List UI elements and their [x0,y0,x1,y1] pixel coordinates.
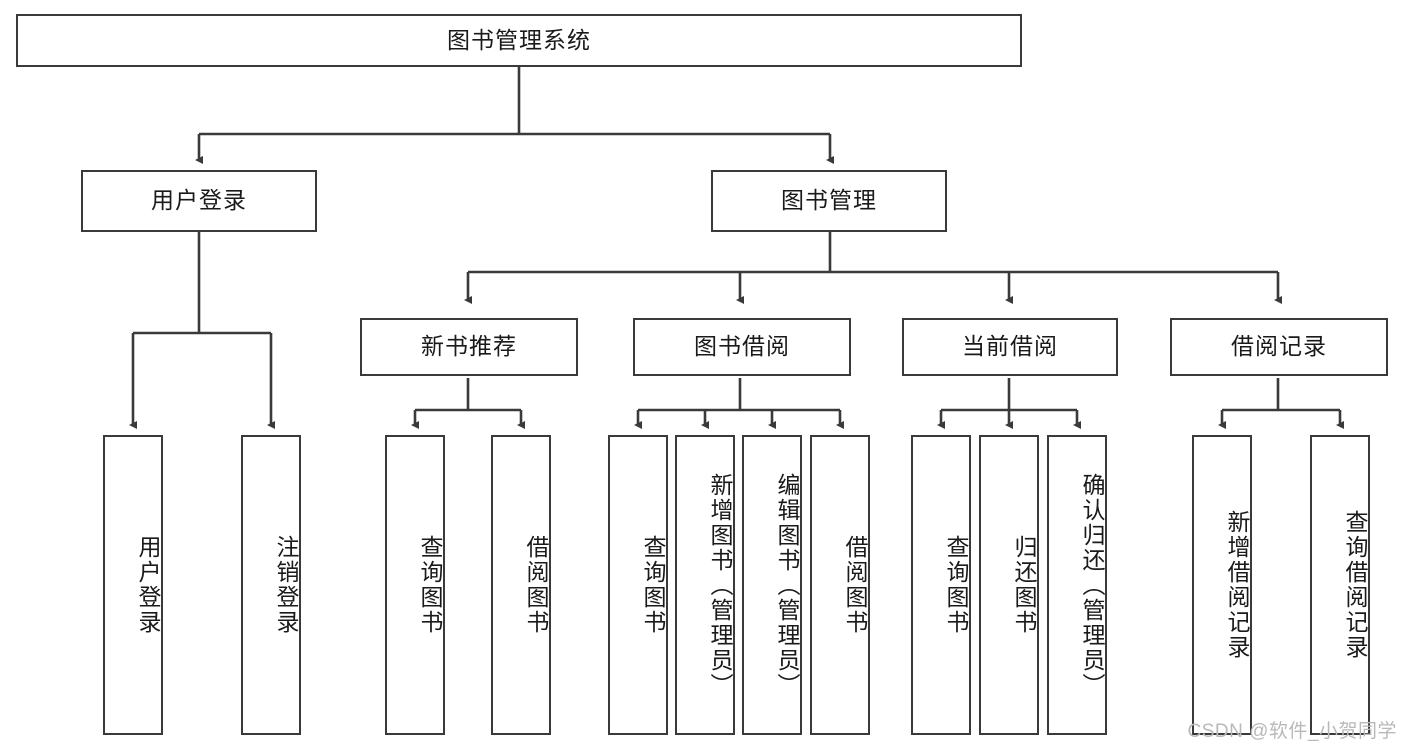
node-label: 新增图书（管理员） [707,472,733,698]
node-label: 图书管理 [781,187,877,214]
node-label: 编辑图书（管理员） [774,472,800,698]
node-label: 借阅图书 [842,535,868,635]
leaf-user-login-login[interactable]: 用户登录 [103,435,163,735]
node-label: 当前借阅 [962,333,1058,360]
watermark-text: CSDN @软件_小贺同学 [1187,721,1397,742]
leaf-new-book-query[interactable]: 查询图书 [385,435,445,735]
node-borrow-record[interactable]: 借阅记录 [1170,318,1388,376]
leaf-book-borrow-add[interactable]: 新增图书（管理员） [675,435,735,735]
node-label: 查询图书 [943,535,969,635]
leaf-current-borrow-query[interactable]: 查询图书 [911,435,971,735]
leaf-book-borrow-query[interactable]: 查询图书 [608,435,668,735]
leaf-book-borrow-edit[interactable]: 编辑图书（管理员） [742,435,802,735]
node-label: 用户登录 [151,187,247,214]
node-label: 归还图书 [1011,535,1037,635]
leaf-new-book-borrow[interactable]: 借阅图书 [491,435,551,735]
node-label: 注销登录 [273,535,299,635]
node-label: 查询图书 [417,535,443,635]
node-current-borrow[interactable]: 当前借阅 [902,318,1118,376]
node-label: 确认归还（管理员） [1079,472,1105,698]
node-label: 查询借阅记录 [1342,510,1368,660]
leaf-borrow-record-add[interactable]: 新增借阅记录 [1192,435,1252,735]
node-user-login[interactable]: 用户登录 [81,170,317,232]
leaf-user-login-logout[interactable]: 注销登录 [241,435,301,735]
node-new-book-recommend[interactable]: 新书推荐 [360,318,578,376]
node-label: 图书借阅 [694,333,790,360]
leaf-book-borrow-borrow[interactable]: 借阅图书 [810,435,870,735]
leaf-current-borrow-confirm-return[interactable]: 确认归还（管理员） [1047,435,1107,735]
leaf-borrow-record-query[interactable]: 查询借阅记录 [1310,435,1370,735]
node-label: 查询图书 [640,535,666,635]
node-label: 借阅记录 [1231,333,1327,360]
node-book-borrow[interactable]: 图书借阅 [633,318,851,376]
node-label: 借阅图书 [523,535,549,635]
leaf-current-borrow-return[interactable]: 归还图书 [979,435,1039,735]
node-root-book-management-system[interactable]: 图书管理系统 [16,14,1022,67]
node-label: 新书推荐 [421,333,517,360]
node-label: 用户登录 [135,535,161,635]
node-label: 新增借阅记录 [1224,510,1250,660]
node-label: 图书管理系统 [447,26,591,53]
node-book-management[interactable]: 图书管理 [711,170,947,232]
